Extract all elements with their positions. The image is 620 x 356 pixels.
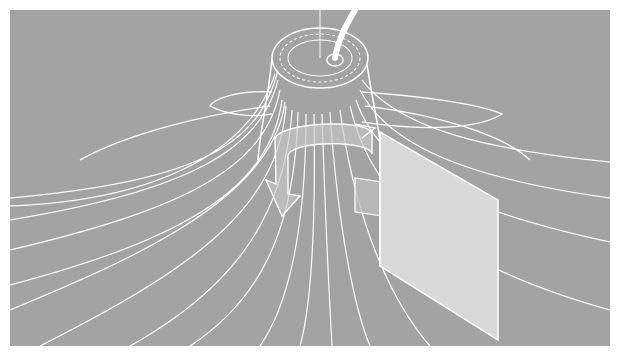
illustration-frame (10, 10, 610, 346)
clip-band (355, 178, 382, 216)
lens-assembly-illustration (10, 10, 610, 346)
